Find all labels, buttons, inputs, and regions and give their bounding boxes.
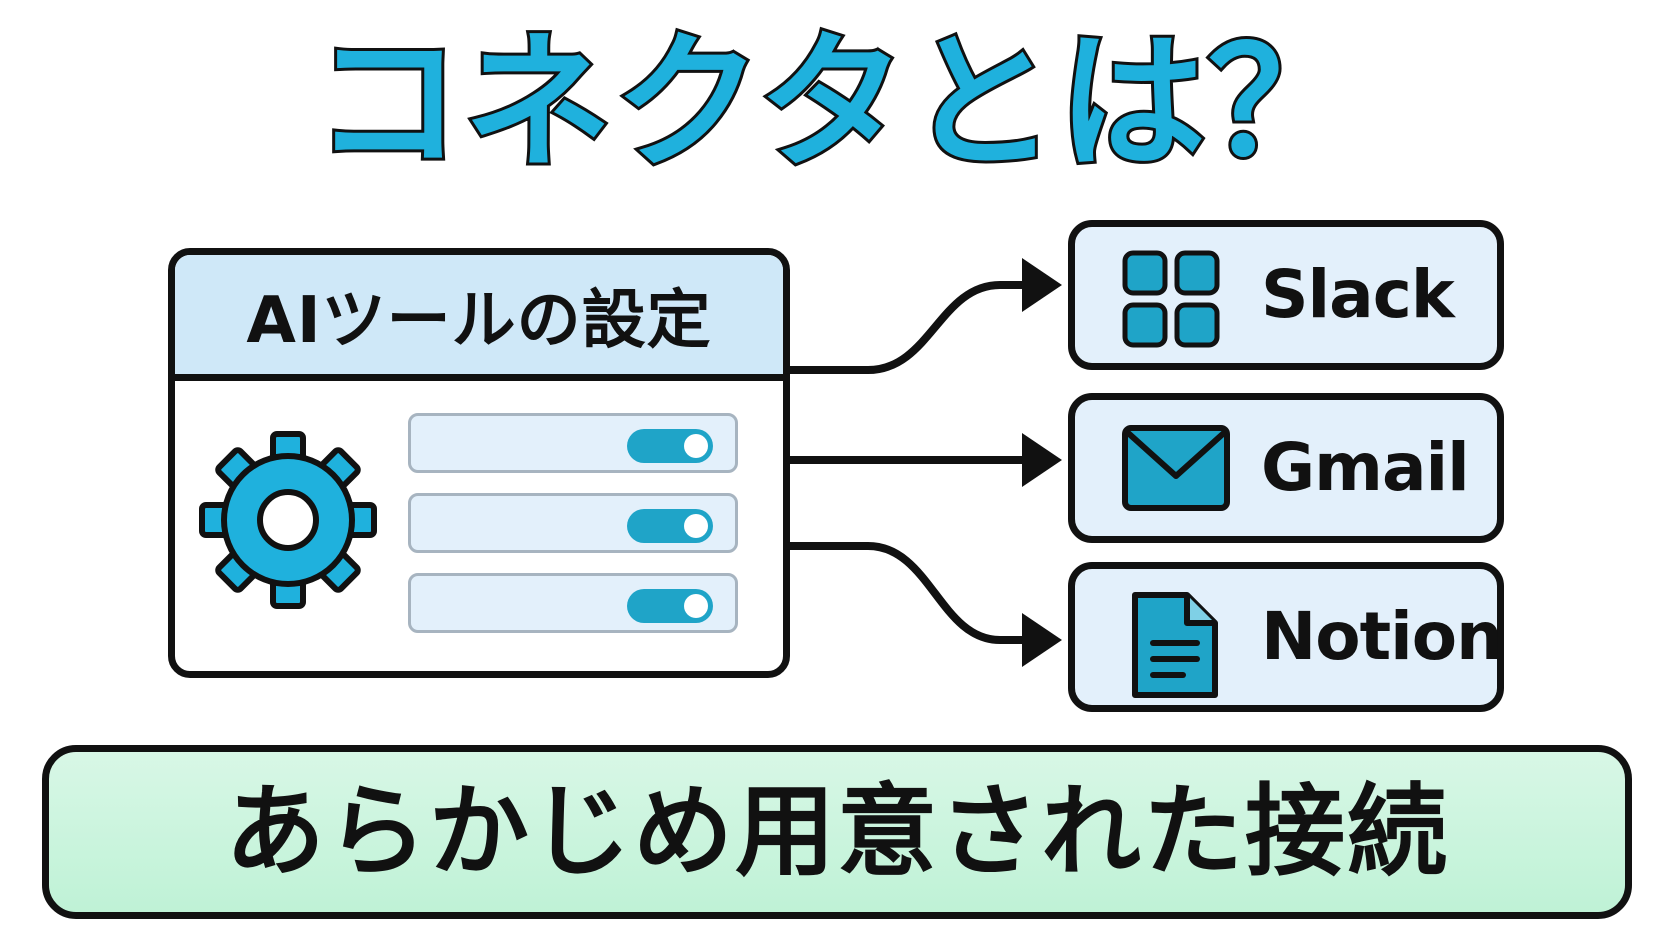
page-title: コネクタとは？	[311, 17, 1359, 189]
arrow-to-notion	[786, 542, 1054, 644]
document-icon	[1132, 592, 1218, 698]
service-notion[interactable]: Notion	[1068, 562, 1504, 712]
settings-header: AIツールの設定	[175, 255, 783, 381]
arrow-head	[1022, 258, 1062, 312]
arrow-head	[1022, 613, 1062, 667]
toggle-switch[interactable]	[627, 509, 713, 543]
gear-icon	[199, 431, 377, 609]
toggle-switch[interactable]	[627, 429, 713, 463]
summary-text: あらかじめ用意された接続	[225, 773, 1449, 890]
toggle-switch[interactable]	[627, 589, 713, 623]
toggle-knob	[684, 514, 708, 538]
service-gmail[interactable]: Gmail	[1068, 393, 1504, 543]
settings-toggle-row	[408, 493, 738, 553]
arrow-head	[1022, 433, 1062, 487]
toggle-knob	[684, 434, 708, 458]
arrow-to-slack	[786, 281, 1054, 374]
service-slack[interactable]: Slack	[1068, 220, 1504, 370]
settings-toggle-row	[408, 413, 738, 473]
service-label: Notion	[1261, 598, 1503, 675]
settings-toggle-row	[408, 573, 738, 633]
envelope-icon	[1122, 425, 1230, 511]
slack-grid-icon	[1122, 250, 1220, 348]
summary-banner: あらかじめ用意された接続	[42, 745, 1632, 919]
service-label: Gmail	[1261, 429, 1470, 506]
service-label: Slack	[1261, 256, 1455, 333]
toggle-knob	[684, 594, 708, 618]
